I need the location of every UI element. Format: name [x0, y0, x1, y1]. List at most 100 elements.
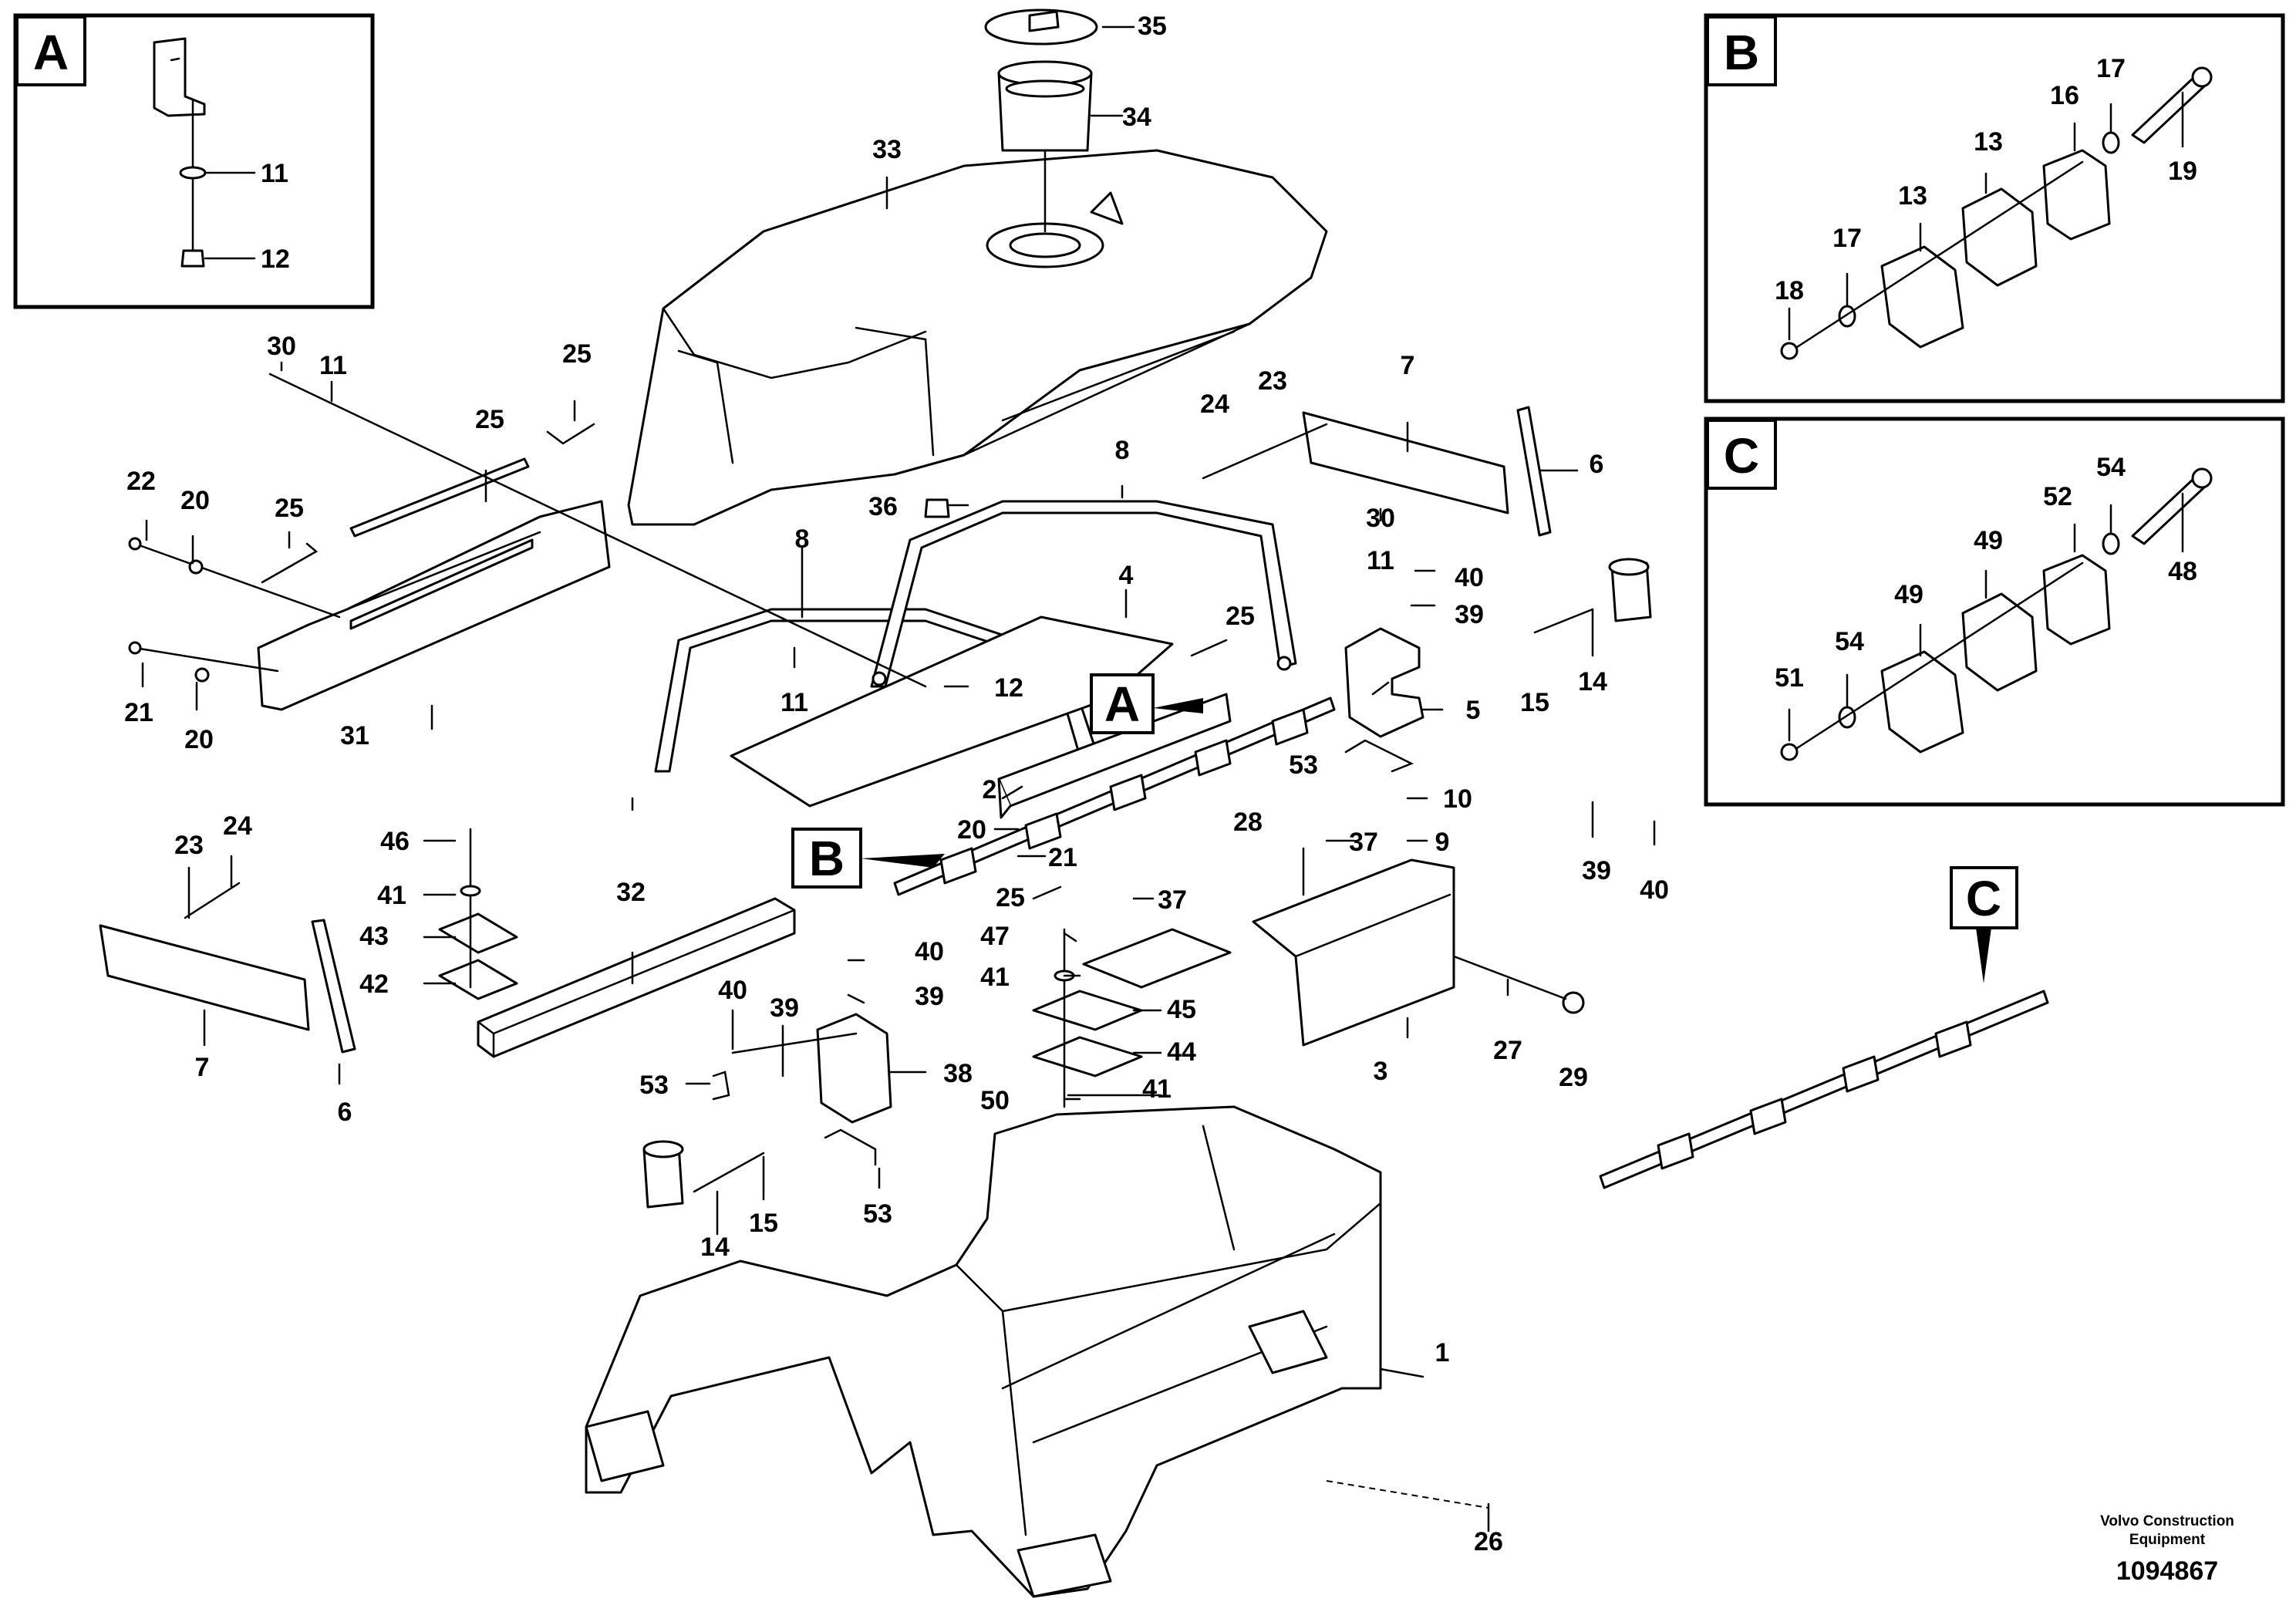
part-label-15-right: 15 — [1520, 688, 1549, 717]
part-label-7-right: 7 — [1401, 351, 1415, 380]
part-label-54-c-left: 54 — [1835, 627, 1864, 656]
part-label-30-left: 30 — [267, 332, 296, 361]
part-label-18: 18 — [1775, 276, 1804, 305]
detail-c-tag: C — [1724, 428, 1759, 484]
part-label-14-left: 14 — [700, 1233, 730, 1262]
part-label-23-left: 23 — [174, 831, 204, 860]
detail-a-tag: A — [33, 25, 69, 80]
part-label-15-left: 15 — [749, 1209, 778, 1238]
part-label-48: 48 — [2168, 557, 2197, 586]
part-label-39-lower: 39 — [770, 993, 799, 1023]
part-label-37-right: 37 — [1349, 828, 1378, 857]
detail-b-callout: B — [791, 828, 945, 889]
part-label-11-center: 11 — [781, 688, 808, 717]
part-label-25-mid: 25 — [275, 494, 304, 523]
rod-25a — [349, 457, 530, 538]
side-panel-7-right — [1302, 411, 1509, 514]
part-label-24-right: 24 — [1200, 389, 1229, 419]
side-bracket-31 — [257, 500, 611, 711]
filler-neck-34 — [997, 60, 1093, 233]
part-label-46: 46 — [380, 827, 410, 856]
part-label-42: 42 — [359, 969, 389, 999]
part-label-43: 43 — [359, 922, 389, 951]
part-label-9: 9 — [1435, 828, 1450, 857]
rubber-mount-36 — [924, 498, 950, 518]
plate-44 — [1032, 1036, 1143, 1077]
rod-25c — [261, 542, 319, 584]
part-label-3: 3 — [1374, 1057, 1388, 1086]
mounting-plate-4 — [730, 615, 1174, 808]
part-label-12-detail-a: 12 — [261, 244, 290, 274]
part-label-47: 47 — [980, 922, 1010, 951]
part-label-27: 27 — [1493, 1036, 1522, 1065]
company-name-line1: Volvo Construction — [2100, 1513, 2234, 1529]
part-label-41-low: 41 — [1142, 1074, 1172, 1104]
part-label-36: 36 — [868, 492, 898, 521]
detail-a-panel: A — [13, 13, 375, 309]
plate-42 — [438, 959, 518, 1000]
part-label-23-right: 23 — [1258, 366, 1287, 396]
detail-c-callout: C — [1950, 866, 2018, 983]
box-3 — [1252, 858, 1455, 1047]
part-label-40-right: 40 — [1640, 875, 1669, 905]
part-label-5: 5 — [1466, 696, 1481, 725]
side-panel-7-left — [99, 924, 310, 1031]
part-label-40-lower: 40 — [718, 976, 747, 1005]
fuel-line-detail-c — [1599, 990, 2049, 1189]
part-label-41-mid: 41 — [980, 963, 1010, 992]
part-label-20-left-upper: 20 — [180, 486, 210, 515]
part-label-19: 19 — [2168, 157, 2197, 186]
clip-53-mid — [824, 1128, 877, 1166]
part-label-8-left: 8 — [795, 524, 810, 554]
part-label-1: 1 — [1435, 1338, 1450, 1367]
part-label-52: 52 — [2043, 482, 2072, 511]
part-label-53-left: 53 — [639, 1071, 669, 1100]
plate-45 — [1032, 990, 1143, 1031]
part-label-21-center: 21 — [1048, 843, 1077, 872]
part-label-51: 51 — [1775, 663, 1804, 693]
pad-37 — [1082, 928, 1232, 989]
part-label-4: 4 — [1119, 561, 1134, 590]
detail-b-callout-tag: B — [809, 831, 845, 886]
part-labels: 35 34 33 36 8 8 4 25 11 12 2 20 21 25 47… — [124, 12, 2197, 1556]
part-label-41-left: 41 — [377, 881, 406, 910]
part-label-45: 45 — [1167, 995, 1196, 1024]
part-label-31: 31 — [340, 721, 369, 750]
part-label-16: 16 — [2050, 81, 2079, 110]
part-label-54-c-right: 54 — [2096, 453, 2126, 482]
plate-43 — [438, 912, 518, 954]
part-label-25-top: 25 — [475, 405, 504, 434]
cover-5 — [1344, 627, 1424, 738]
part-label-14-right: 14 — [1578, 667, 1607, 696]
part-label-25-lower: 25 — [996, 883, 1025, 912]
part-label-34: 34 — [1122, 103, 1151, 132]
part-label-44: 44 — [1167, 1037, 1196, 1067]
part-label-29: 29 — [1559, 1063, 1588, 1092]
part-label-39-mid: 39 — [915, 982, 944, 1011]
part-label-22: 22 — [126, 467, 156, 496]
clip-53-left — [712, 1071, 730, 1101]
bar-32 — [477, 897, 796, 1058]
part-label-8-right: 8 — [1115, 436, 1130, 465]
side-strip-6-left — [311, 919, 356, 1054]
part-label-13-b-left: 13 — [1898, 181, 1927, 211]
footer: Volvo Construction Equipment 1094867 — [2100, 1513, 2234, 1586]
part-label-13-b-right: 13 — [1974, 127, 2003, 157]
part-label-12: 12 — [994, 673, 1023, 703]
side-strip-6-right — [1516, 406, 1552, 537]
part-label-33: 33 — [872, 135, 902, 164]
filler-cap-35 — [984, 8, 1098, 46]
leader-lines — [141, 25, 1656, 1533]
part-label-39-right: 39 — [1582, 856, 1611, 885]
bracket-38 — [816, 1013, 892, 1124]
part-label-11-right: 11 — [1367, 546, 1394, 575]
part-label-6-left: 6 — [338, 1098, 352, 1127]
detail-c-callout-tag: C — [1966, 871, 2001, 926]
part-label-30-center: 30 — [1366, 504, 1395, 533]
part-label-10: 10 — [1443, 784, 1472, 814]
part-label-6-right: 6 — [1590, 450, 1604, 479]
part-label-24-left: 24 — [223, 811, 252, 841]
part-label-38: 38 — [943, 1059, 973, 1088]
fuel-filter-14-left — [642, 1140, 684, 1209]
